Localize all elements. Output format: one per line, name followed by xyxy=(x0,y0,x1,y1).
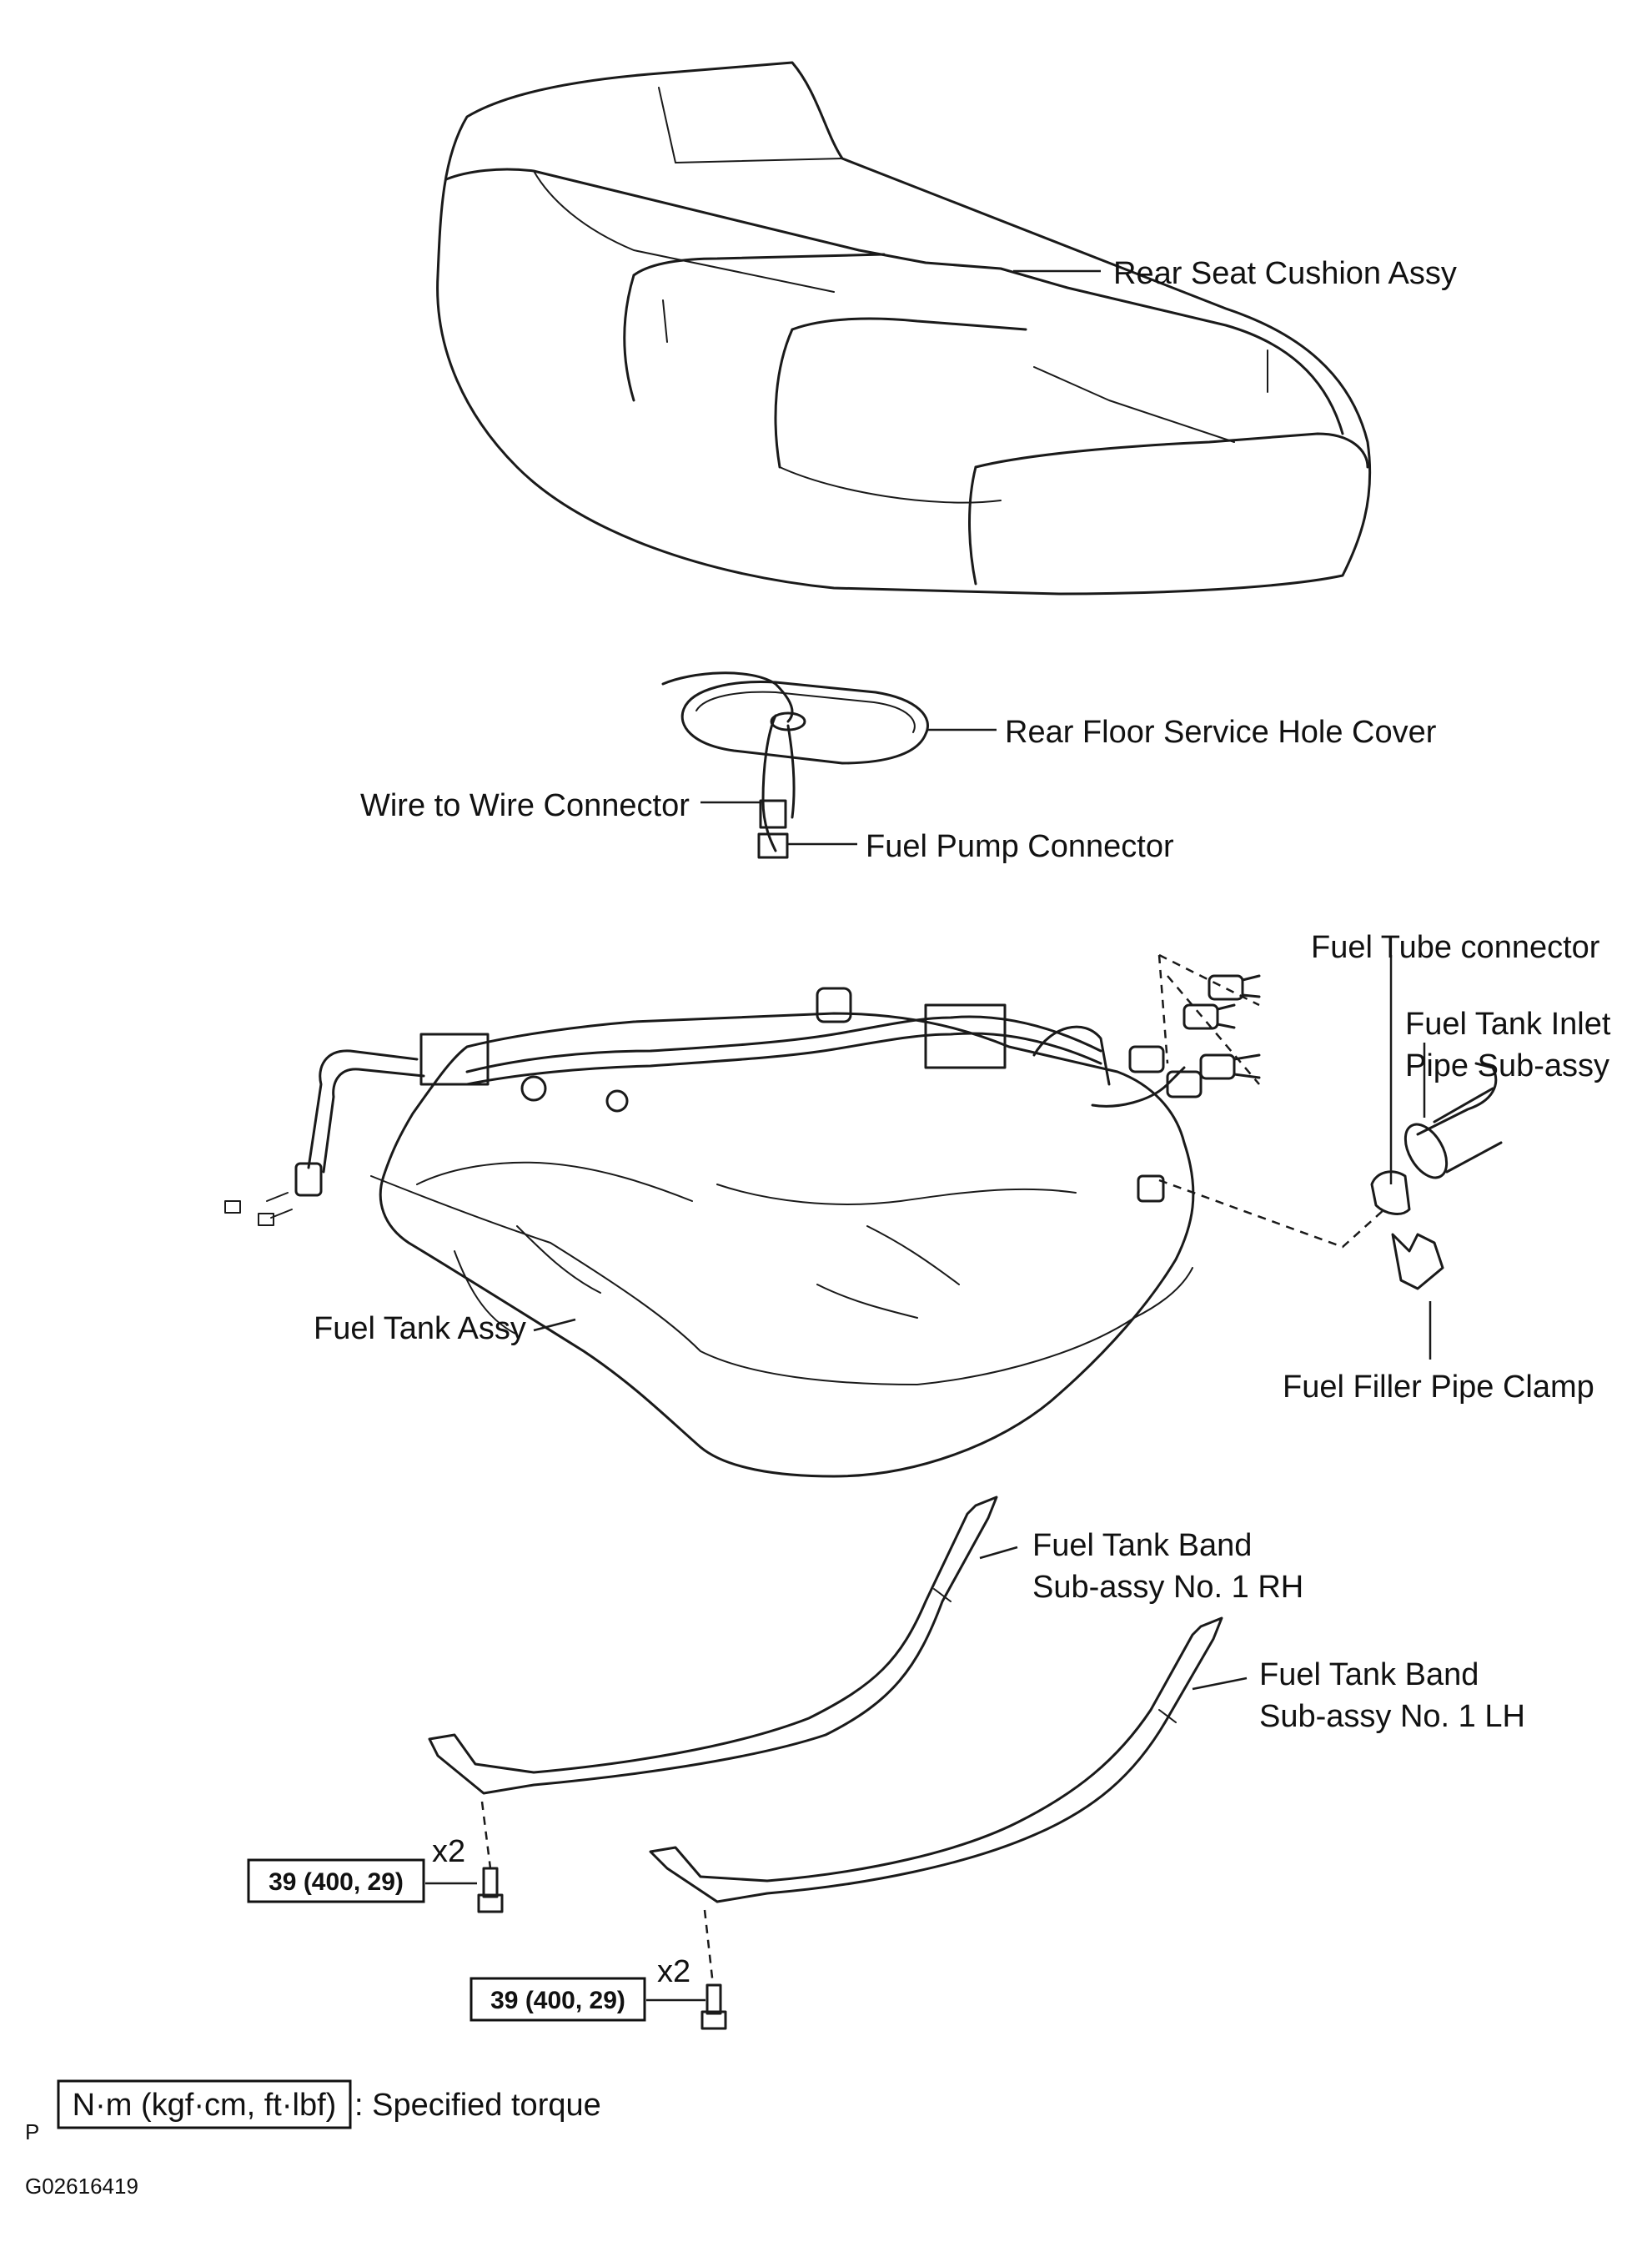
label-band-rh-line1: Fuel Tank Band xyxy=(1032,1528,1252,1563)
label-rear-seat-cushion: Rear Seat Cushion Assy xyxy=(1113,256,1457,291)
fuel-tank-drawing xyxy=(224,987,1203,1478)
label-band-lh-line1: Fuel Tank Band xyxy=(1259,1657,1479,1692)
service-hole-cover-drawing xyxy=(661,671,929,859)
legend-unit-box xyxy=(57,2079,352,2129)
torque-box-rh xyxy=(247,1858,425,1903)
quantity-lh: x2 xyxy=(657,1954,690,1989)
bolt-rh xyxy=(477,1801,504,1913)
legend-description: : Specified torque xyxy=(354,2088,601,2123)
legend-marker: P xyxy=(25,2119,39,2144)
label-band-lh-line2: Sub-assy No. 1 LH xyxy=(1259,1699,1525,1734)
rear-seat-cushion-drawing xyxy=(436,61,1372,596)
leader-lines xyxy=(425,269,1432,2002)
fuel-tube-connectors-drawing xyxy=(1157,953,1385,1249)
torque-value-lh: 39 (400, 29) xyxy=(490,1987,625,2014)
torque-value-rh: 39 (400, 29) xyxy=(269,1868,404,1896)
label-rear-floor-cover: Rear Floor Service Hole Cover xyxy=(1005,715,1437,750)
fuel-tank-band-rh-drawing xyxy=(428,1495,998,1795)
label-fuel-tube-connector: Fuel Tube connector xyxy=(1311,930,1600,965)
bolt-lh xyxy=(700,1909,727,2030)
torque-callout-lh: 39 (400, 29) x2 xyxy=(469,1954,690,2022)
torque-box-lh xyxy=(469,1977,646,2022)
label-fuel-tank: Fuel Tank Assy xyxy=(314,1311,526,1346)
label-fuel-pump-connector: Fuel Pump Connector xyxy=(866,829,1174,864)
legend: N·m (kgf·cm, ft·lbf) : Specified torque … xyxy=(25,2079,601,2144)
label-inlet-pipe-line1: Fuel Tank Inlet xyxy=(1405,1007,1611,1042)
inlet-pipe-and-clamp-drawing xyxy=(1370,1062,1503,1290)
quantity-rh: x2 xyxy=(432,1834,465,1869)
label-inlet-pipe-line2: Pipe Sub-assy xyxy=(1405,1048,1609,1083)
fuel-tank-band-lh-drawing xyxy=(649,1616,1223,1903)
label-filler-clamp: Fuel Filler Pipe Clamp xyxy=(1283,1370,1594,1405)
figure-id: G02616419 xyxy=(25,2174,138,2199)
torque-callout-rh: 39 (400, 29) x2 xyxy=(247,1834,465,1903)
label-band-rh-line2: Sub-assy No. 1 RH xyxy=(1032,1570,1303,1605)
label-wire-connector: Wire to Wire Connector xyxy=(360,788,690,823)
legend-unit-text: N·m (kgf·cm, ft·lbf) xyxy=(73,2088,337,2123)
